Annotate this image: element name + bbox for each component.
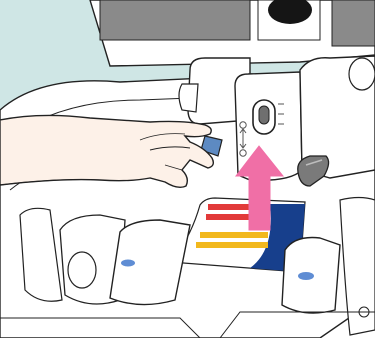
upper-panel <box>90 0 375 66</box>
unlock-symbol-icon <box>240 122 246 128</box>
roller-left <box>20 208 125 304</box>
hand-icon <box>0 115 213 187</box>
lock-symbol-icon <box>240 150 246 156</box>
